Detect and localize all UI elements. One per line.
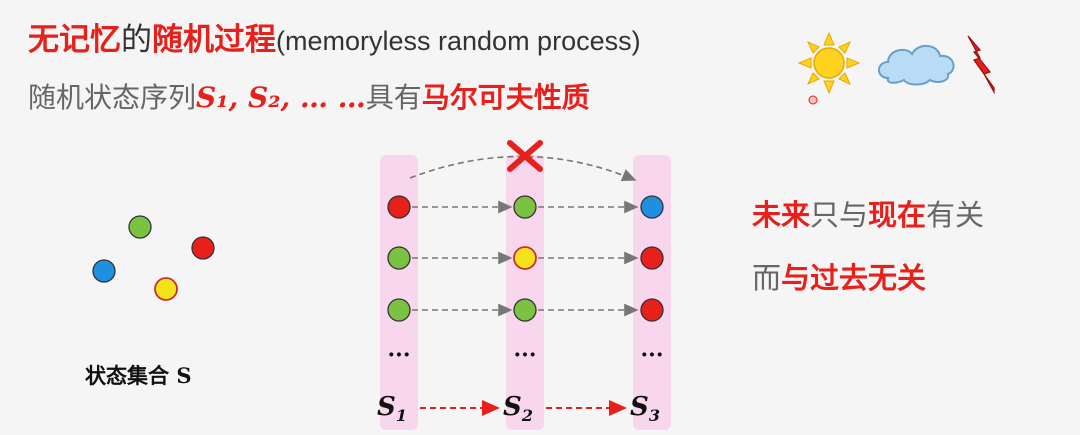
weather-icons xyxy=(797,31,995,105)
state-set-label: 状态集合 S xyxy=(85,360,191,390)
column-s1-background xyxy=(380,155,418,430)
pointer-dot xyxy=(808,95,818,105)
unrelated-to-past: 与过去无关 xyxy=(781,261,927,295)
dot-s1-row2 xyxy=(387,246,411,270)
column-label-s3: S3 xyxy=(630,392,660,425)
title-random-process: 随机过程 xyxy=(152,22,276,58)
dot-s3-row2 xyxy=(640,246,664,270)
slide-subtitle: 随机状态序列S₁, S₂, … …具有马尔可夫性质 xyxy=(28,76,590,116)
dot-s3-row3 xyxy=(640,298,664,322)
dot-s2-row2 xyxy=(513,246,537,270)
lightning-icon xyxy=(967,35,995,95)
cross-icon xyxy=(507,140,543,172)
only-with-word: 只与 xyxy=(810,198,869,232)
title-english: (memoryless random process) xyxy=(276,26,641,56)
and-word: 而 xyxy=(752,261,782,295)
slide-title: 无记忆的随机过程(memoryless random process) xyxy=(28,14,641,59)
dot-s2-row3 xyxy=(513,298,537,322)
title-memoryless: 无记忆 xyxy=(28,22,121,58)
cloud-icon xyxy=(878,45,955,86)
related-word: 有关 xyxy=(926,198,985,232)
column-s3-background xyxy=(633,155,671,430)
state-dot-green xyxy=(128,215,152,239)
subtitle-markov-property: 马尔可夫性质 xyxy=(421,81,590,114)
dot-s3-row1 xyxy=(640,195,664,219)
column-s2-background xyxy=(506,155,544,430)
future-depends-on-present: 未来只与现在有关 xyxy=(752,192,984,234)
dot-s1-row3 xyxy=(387,298,411,322)
ellipsis-s1: ··· xyxy=(388,342,411,368)
row-transitions xyxy=(412,200,639,317)
state-dot-red xyxy=(191,236,215,260)
state-set-dots xyxy=(92,215,215,301)
independent-of-past: 而与过去无关 xyxy=(752,255,926,297)
state-dot-yellow xyxy=(154,277,178,301)
ellipsis-s3: ··· xyxy=(641,342,664,368)
title-de: 的 xyxy=(121,22,152,58)
subtitle-sequence: S₁, S₂, … … xyxy=(196,81,366,114)
column-label-s1: S1 xyxy=(377,392,407,425)
subtitle-prefix: 随机状态序列 xyxy=(28,81,197,114)
state-set-text: 状态集合 xyxy=(85,364,169,388)
dot-s1-row1 xyxy=(387,195,411,219)
sun-icon xyxy=(797,31,861,95)
column-label-s2: S2 xyxy=(503,392,533,425)
subtitle-middle: 具有 xyxy=(365,81,422,114)
skip-transition-arrow xyxy=(409,155,637,181)
state-set-symbol: S xyxy=(176,363,192,388)
ellipsis-s2: ··· xyxy=(514,342,537,368)
dot-s2-row1 xyxy=(513,195,537,219)
future-word: 未来 xyxy=(752,198,811,232)
state-dot-blue xyxy=(92,259,116,283)
markov-sequence-diagram: ··· ··· ··· S1 S2 S3 xyxy=(377,140,671,430)
present-word: 现在 xyxy=(868,198,927,232)
